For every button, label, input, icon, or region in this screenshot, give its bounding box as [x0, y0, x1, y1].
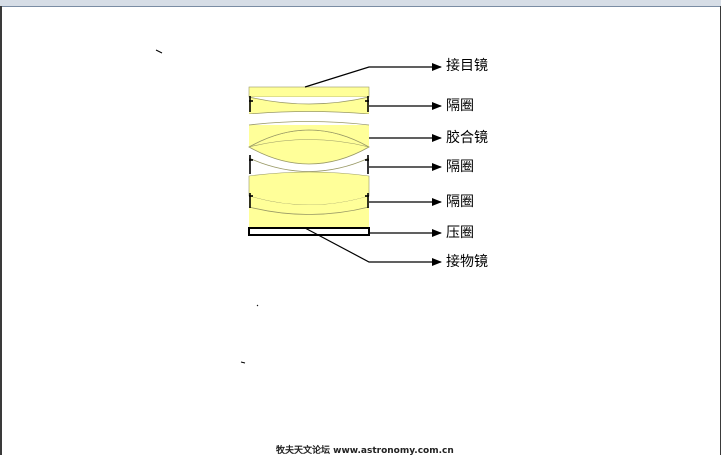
leader-eyepiece [304, 63, 442, 88]
left-border [0, 6, 2, 455]
stray-mark [240, 361, 246, 364]
spacer-ring-3 [248, 206, 370, 215]
label-cemented-lens: 胶合镜 [446, 129, 488, 146]
top-lens-curve [248, 96, 370, 105]
stray-mark [155, 49, 163, 54]
bottom-lens-block [249, 196, 369, 228]
label-spacer-3: 隔圈 [446, 194, 474, 210]
stray-mark [256, 304, 259, 307]
window-top-edge [0, 0, 721, 7]
eyepiece-adapter-block [248, 86, 370, 98]
label-spacer-2: 隔圈 [446, 159, 474, 175]
cemented-lens-upper-fill [249, 125, 369, 147]
lower-lens [248, 171, 370, 206]
leader-objective [304, 227, 442, 266]
spacer-edge-marks [249, 96, 369, 208]
label-objective-adapter: 接物镜 [446, 253, 488, 270]
retaining-ring [248, 227, 370, 236]
lens-barrel [248, 86, 370, 236]
leader-lines [304, 63, 442, 266]
label-eyepiece-adapter: 接目镜 [446, 57, 488, 74]
spacer-ring-2 [249, 158, 369, 176]
spacer-ring-1 [249, 114, 369, 125]
label-retaining-ring: 压圈 [446, 225, 474, 241]
label-spacer-1: 隔圈 [446, 98, 474, 114]
watermark-text: 牧夫天文论坛 www.astronomy.com.cn [276, 444, 454, 455]
